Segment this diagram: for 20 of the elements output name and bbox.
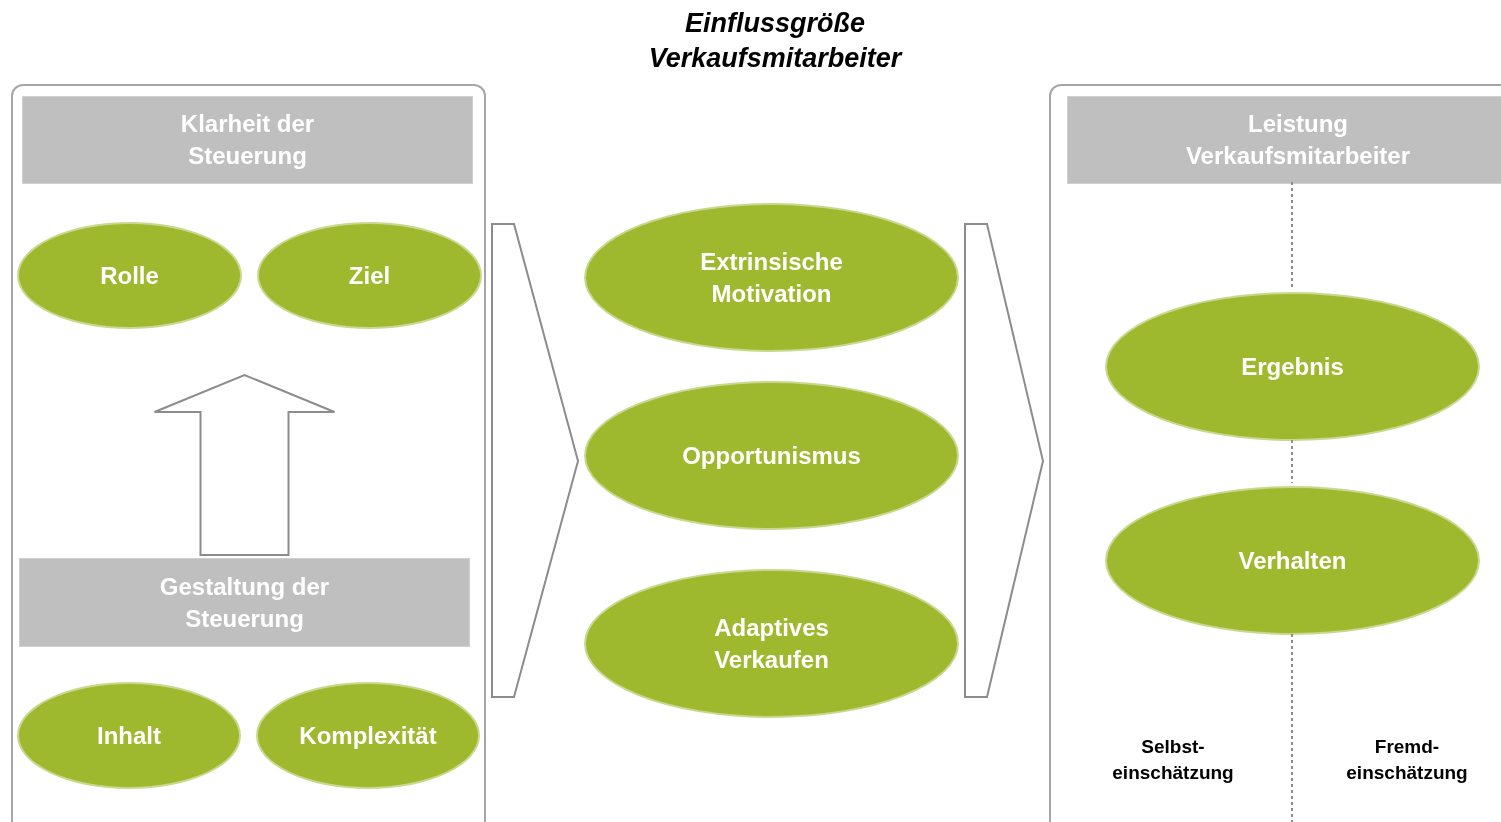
ellipse: Opportunismus bbox=[584, 381, 959, 530]
chevron-arrow bbox=[491, 223, 580, 698]
note-text: Fremd- einschätzung bbox=[1345, 735, 1469, 785]
ellipse: Komplexität bbox=[256, 682, 480, 789]
header-band: Gestaltung der Steuerung bbox=[20, 559, 469, 646]
block-arrow bbox=[153, 373, 336, 556]
note-text: Selbst- einschätzung bbox=[1111, 735, 1235, 785]
ellipse: Verhalten bbox=[1105, 486, 1480, 635]
ellipse: Ziel bbox=[257, 222, 482, 329]
ellipse: Adaptives Verkaufen bbox=[584, 569, 959, 718]
ellipse: Inhalt bbox=[17, 682, 241, 789]
ellipse: Extrinsische Motivation bbox=[584, 203, 959, 352]
ellipse: Ergebnis bbox=[1105, 292, 1480, 441]
panel bbox=[11, 84, 486, 822]
header-band: Leistung Verkaufsmitarbeiter bbox=[1068, 97, 1501, 183]
chevron-arrow bbox=[964, 223, 1045, 698]
title: Einflussgröße Verkaufsmitarbeiter bbox=[647, 7, 904, 75]
panel bbox=[1049, 84, 1501, 822]
ellipse: Rolle bbox=[17, 222, 242, 329]
header-band: Klarheit der Steuerung bbox=[23, 97, 472, 183]
